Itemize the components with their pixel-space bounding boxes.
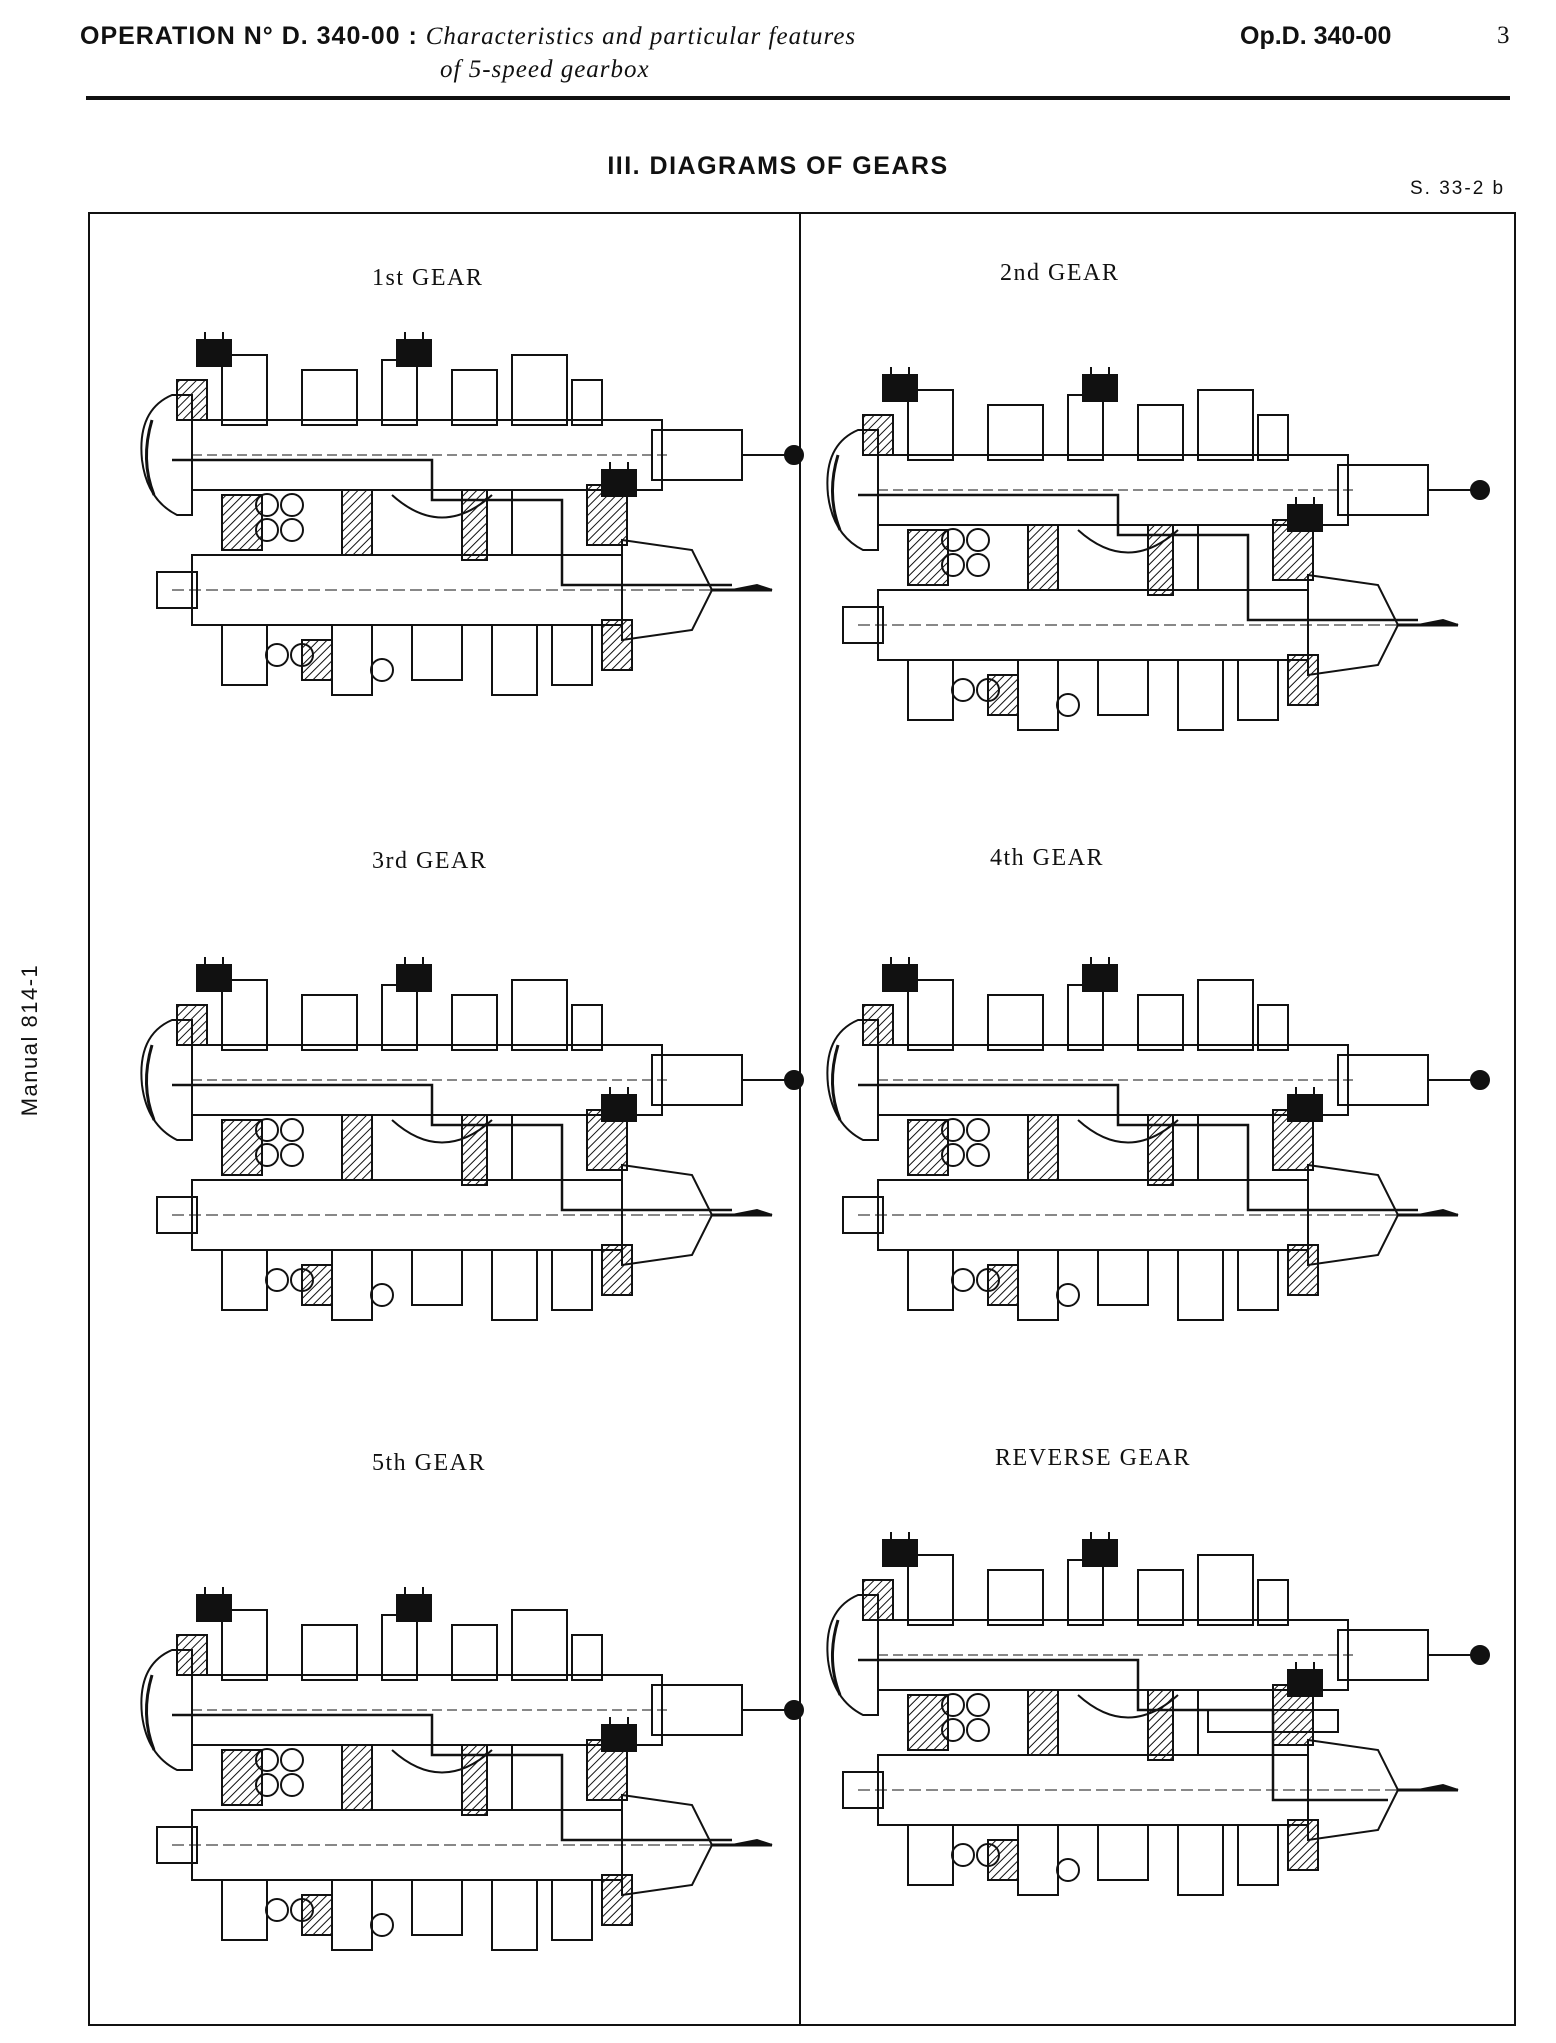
section-title: III. DIAGRAMS OF GEARS <box>607 152 949 180</box>
gearbox-diagram <box>140 332 804 696</box>
gearbox-diagram <box>140 957 804 1321</box>
diagram-label: 1st GEAR <box>372 265 484 291</box>
page-number: 3 <box>1497 22 1510 49</box>
gearbox-diagram <box>826 367 1490 731</box>
frame-divider <box>799 212 801 2026</box>
diagram-frame <box>88 212 1516 2026</box>
title-line-1: Characteristics and particular features <box>425 23 857 50</box>
gearbox-diagram <box>826 957 1490 1321</box>
header-rule <box>86 96 1510 100</box>
diagram-label: 2nd GEAR <box>1000 260 1120 286</box>
manual-side-label: Manual 814-1 <box>17 963 42 1117</box>
op-code: Op.D. 340-00 <box>1240 22 1392 50</box>
diagram-label: 3rd GEAR <box>372 848 488 874</box>
diagram-label: 4th GEAR <box>990 845 1104 871</box>
diagram-label: REVERSE GEAR <box>995 1445 1192 1471</box>
title-line-2: of 5-speed gearbox <box>440 56 650 83</box>
operation-label: OPERATION N° D. 340-00 : <box>80 22 418 50</box>
figure-reference: S. 33-2 b <box>1410 178 1506 199</box>
gearbox-diagram <box>140 1587 804 1951</box>
gearbox-diagram <box>826 1532 1490 1896</box>
diagram-label: 5th GEAR <box>372 1450 486 1476</box>
operation-header: OPERATION N° D. 340-00 : Characteristics… <box>80 22 856 51</box>
